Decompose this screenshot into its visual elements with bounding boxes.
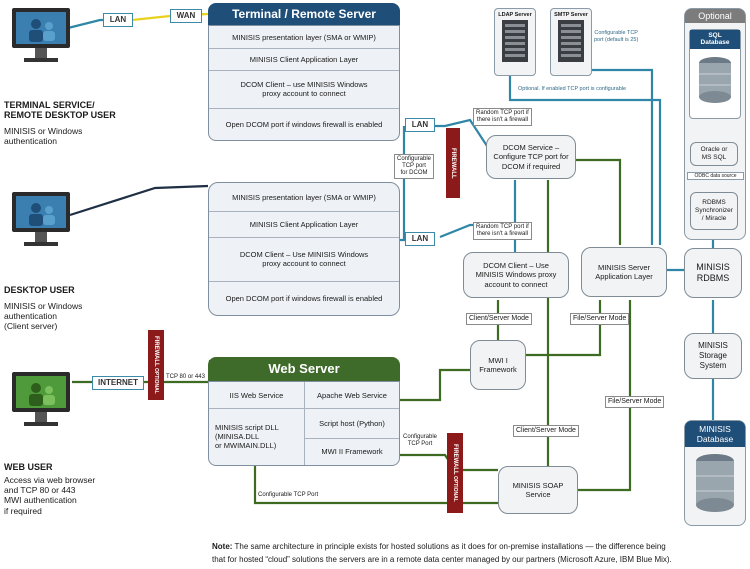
file-server-mode-label-1: File/Server Mode (570, 313, 630, 326)
script-host-python: Script host (Python) (305, 408, 399, 439)
ldap-optional-note: Optional. If enabled TCP port is configu… (518, 86, 627, 92)
desktop-user-title: DESKTOP USER (4, 285, 75, 295)
apache-web-service: Apache Web Service (305, 382, 399, 409)
smtp-server-icon (558, 20, 584, 62)
terminal-user-title: TERMINAL SERVICE/REMOTE DESKTOP USER (4, 100, 116, 121)
client-server-mode-label-1: Client/Server Mode (466, 313, 532, 326)
lan-label-desktop: LAN (405, 232, 435, 246)
web-server-apache-column: Apache Web Service Script host (Python) … (305, 382, 399, 465)
web-user-title: WEB USER (4, 462, 53, 472)
configurable-tcp-port-label: Configurable TCP Port (258, 492, 319, 498)
terminal-user-monitor-icon (12, 8, 70, 62)
firewall-dcom: FIREWALL (446, 128, 460, 198)
footer-note: Note: The same architecture in principle… (212, 542, 672, 564)
web-server-iis-column: IIS Web Service MINISIS script DLL(MINIS… (209, 382, 305, 465)
wan-label: WAN (170, 9, 202, 23)
desktop-client-box: MINISIS presentation layer (SMA or WMIP)… (208, 182, 400, 316)
client-server-mode-label-2: Client/Server Mode (513, 425, 579, 438)
firewall-web: FIREWALL OPTIONAL (447, 433, 463, 513)
terminal-server-title: Terminal / Remote Server (208, 3, 400, 25)
minisis-database-icon (696, 454, 734, 513)
desktop-open-dcom-port: Open DCOM port if windows firewall is en… (225, 293, 383, 303)
internet-label: INTERNET (92, 376, 144, 390)
web-server-box: IIS Web Service MINISIS script DLL(MINIS… (208, 381, 400, 466)
terminal-client-app-layer: MINISIS Client Application Layer (209, 48, 399, 71)
odbc-data-source-label: ODBC data source (687, 172, 744, 180)
ldap-server-box: LDAP Server (494, 8, 536, 76)
tcp-80-443-label: TCP 80 or 443 (166, 374, 205, 380)
sql-database-icon (699, 56, 731, 103)
web-server-title: Web Server (208, 357, 400, 381)
terminal-open-dcom-port: Open DCOM port if windows firewall is en… (225, 119, 383, 129)
mwi-ii-framework: MWI II Framework (321, 447, 383, 456)
desktop-user-monitor-icon (12, 192, 70, 246)
lan-label-terminal: LAN (103, 13, 133, 27)
desktop-presentation-layer: MINISIS presentation layer (SMA or WMIP) (209, 183, 399, 212)
smtp-server-label: SMTP Server (554, 12, 588, 18)
terminal-server-box: MINISIS presentation layer (SMA or WMIP)… (208, 25, 400, 141)
ldap-server-icon (502, 20, 528, 62)
file-server-mode-label-2: File/Server Mode (605, 396, 665, 409)
ldap-server-label: LDAP Server (498, 12, 532, 18)
terminal-presentation-layer: MINISIS presentation layer (SMA or WMIP) (209, 26, 399, 49)
smtp-server-box: SMTP Server (550, 8, 592, 76)
desktop-client-app-layer: MINISIS Client Application Layer (209, 211, 399, 238)
firewall-internet: FIREWALL OPTIONAL (148, 330, 164, 400)
iis-web-service: IIS Web Service (209, 382, 304, 409)
optional-title: Optional (685, 9, 745, 23)
web-user-monitor-icon (12, 372, 70, 426)
lan-label-server: LAN (405, 118, 435, 132)
